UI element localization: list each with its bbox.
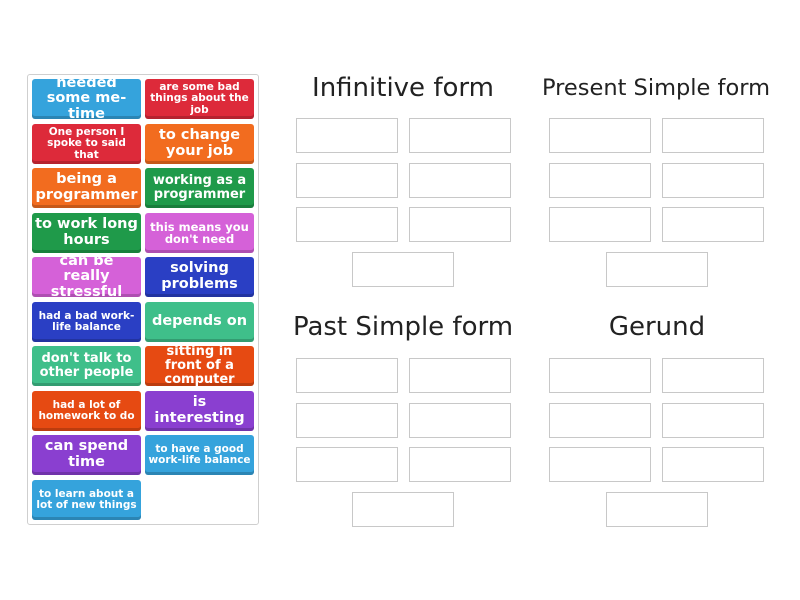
group-title-past-simple: Past Simple form [292,312,514,342]
tile-19[interactable]: to learn about a lot of new things [32,480,141,520]
group-title-present-simple: Present Simple form [541,75,770,101]
tile-10[interactable]: solving problems [145,257,254,297]
drop-slot[interactable] [296,118,398,153]
drop-slot[interactable] [296,163,398,198]
tile-7[interactable]: to work long hours [32,213,141,253]
drop-slot[interactable] [409,403,511,438]
tile-6[interactable]: working as a programmer [145,168,254,208]
drop-slot[interactable] [549,447,651,482]
drop-slot[interactable] [409,358,511,393]
drop-slot[interactable] [409,447,511,482]
word-tile-tray: needed some me-time are some bad things … [27,74,259,525]
drop-slot[interactable] [409,163,511,198]
drop-slot[interactable] [662,163,764,198]
drop-slot[interactable] [606,252,708,287]
drop-slot[interactable] [296,403,398,438]
group-title-gerund: Gerund [608,312,706,342]
drop-slot[interactable] [409,118,511,153]
tile-14[interactable]: sitting in front of a computer [145,344,254,387]
drop-slot[interactable] [549,163,651,198]
drop-slot[interactable] [296,447,398,482]
drop-slot[interactable] [296,207,398,242]
drop-slot[interactable] [549,403,651,438]
drop-slot[interactable] [352,252,454,287]
tile-2[interactable]: are some bad things about the job [145,79,254,119]
drop-slot[interactable] [662,358,764,393]
drop-slot[interactable] [549,207,651,242]
tile-4[interactable]: to change your job [145,124,254,164]
drop-slot[interactable] [662,118,764,153]
group-title-infinitive: Infinitive form [312,73,494,103]
tile-8[interactable]: this means you don't need [145,213,254,253]
tile-17[interactable]: can spend time [32,435,141,475]
drop-slot[interactable] [409,207,511,242]
tile-18[interactable]: to have a good work-life balance [145,435,254,475]
tile-5[interactable]: being a programmer [32,168,141,208]
drop-slot[interactable] [606,492,708,527]
tile-16[interactable]: is interesting [145,391,254,431]
drop-slot[interactable] [662,207,764,242]
tile-11[interactable]: had a bad work-life balance [32,302,141,342]
tile-12[interactable]: depends on [145,302,254,342]
tile-3[interactable]: One person I spoke to said that [32,124,141,164]
drop-slot[interactable] [352,492,454,527]
drop-slot[interactable] [662,447,764,482]
tile-13[interactable]: don't talk to other people [32,346,141,386]
tile-15[interactable]: had a lot of homework to do [32,391,141,431]
tile-9[interactable]: can be really stressful [32,253,141,300]
drop-slot[interactable] [549,358,651,393]
drop-slot[interactable] [662,403,764,438]
drop-slot[interactable] [296,358,398,393]
drop-slot[interactable] [549,118,651,153]
tile-1[interactable]: needed some me-time [32,75,141,122]
